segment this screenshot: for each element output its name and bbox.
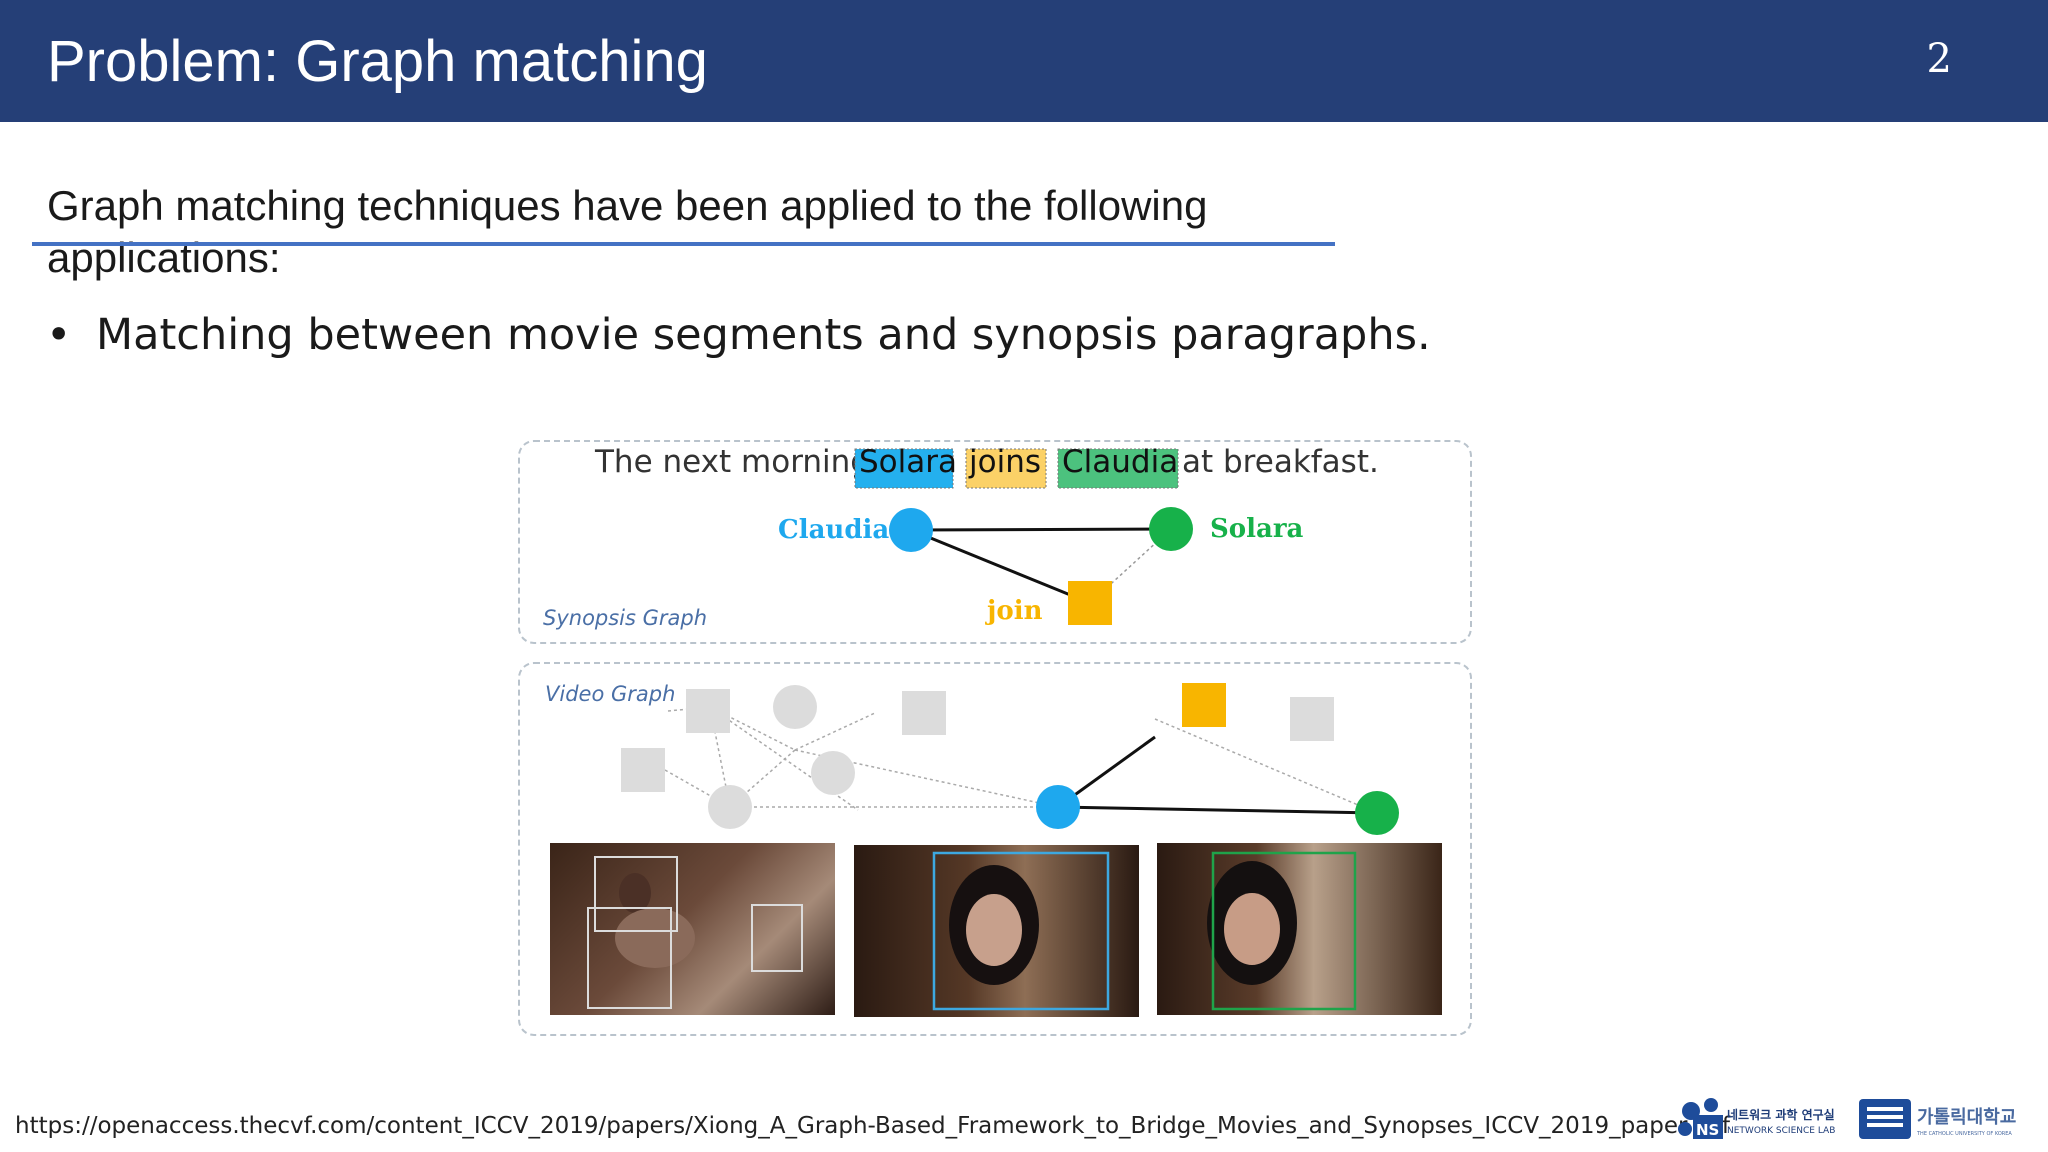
bullet-item: • Matching between movie segments and syn… (46, 310, 1431, 360)
video-node-gray-circle (773, 685, 817, 729)
synopsis-graph-label: Synopsis Graph (543, 606, 707, 630)
title-bar: Problem: Graph matching 2 (0, 0, 2048, 122)
intro-text: Graph matching techniques have been appl… (47, 182, 1208, 281)
joins-highlight (965, 448, 1047, 489)
ns-logo-mark: NS (1696, 1121, 1719, 1139)
video-node-gray-circle (811, 751, 855, 795)
node-solara (1149, 507, 1193, 551)
ns-logo-english: NETWORK SCIENCE LAB (1727, 1126, 1835, 1136)
video-graph: Video Graph (545, 682, 1399, 835)
label-claudia: Claudia (778, 515, 889, 545)
video-node-gray-square (621, 748, 665, 792)
bullet-text: Matching between movie segments and syno… (96, 310, 1431, 360)
graph-matching-figure: The next morning Solara joins Claudia at… (515, 435, 1480, 1045)
video-node-blue-circle (1036, 785, 1080, 829)
source-url[interactable]: https://openaccess.thecvf.com/content_IC… (15, 1113, 1730, 1139)
edge-video-blue-green (1057, 805, 1378, 815)
video-graph-label: Video Graph (545, 682, 675, 706)
video-node-green-circle (1355, 791, 1399, 835)
sentence-word-joins: joins (968, 444, 1041, 480)
cuk-logo-korean: 가톨릭대학교 (1917, 1106, 2016, 1128)
video-node-gray-square (1290, 697, 1334, 741)
video-node-gray-square (686, 689, 730, 733)
video-node-gray-circle (708, 785, 752, 829)
intro-underline (32, 242, 1335, 246)
label-solara: Solara (1210, 514, 1304, 544)
page-number: 2 (1926, 36, 1952, 82)
edge-claudia-join (910, 528, 1091, 605)
solara-highlight (854, 448, 954, 489)
label-join: join (985, 596, 1043, 626)
video-node-gray-square (902, 691, 946, 735)
slide-title: Problem: Graph matching (47, 29, 708, 94)
sentence-word-claudia: Claudia (1062, 444, 1178, 480)
sentence-suffix: at breakfast. (1182, 444, 1379, 480)
claudia-highlight (1057, 448, 1179, 489)
sentence-prefix: The next morning (594, 444, 870, 480)
node-claudia (889, 508, 933, 552)
video-node-orange-square (1182, 683, 1226, 727)
ns-logo-korean: 네트워크 과학 연구실 (1727, 1107, 1835, 1122)
node-join (1068, 581, 1112, 625)
synopsis-graph: The next morning Solara joins Claudia at… (543, 444, 1379, 630)
catholic-university-logo: 가톨릭대학교 THE CATHOLIC UNIVERSITY OF KOREA (1859, 1099, 2016, 1139)
movie-frame-3 (1157, 843, 1442, 1015)
movie-frame-2 (854, 845, 1139, 1017)
movie-frame-1 (550, 843, 835, 1015)
edge-claudia-solara (910, 527, 1172, 532)
cuk-logo-english: THE CATHOLIC UNIVERSITY OF KOREA (1916, 1131, 2012, 1137)
sentence-word-solara: Solara (859, 444, 957, 480)
bullet-dot-icon: • (46, 310, 72, 360)
network-science-lab-logo: NS 네트워크 과학 연구실 NETWORK SCIENCE LAB (1678, 1098, 1835, 1139)
